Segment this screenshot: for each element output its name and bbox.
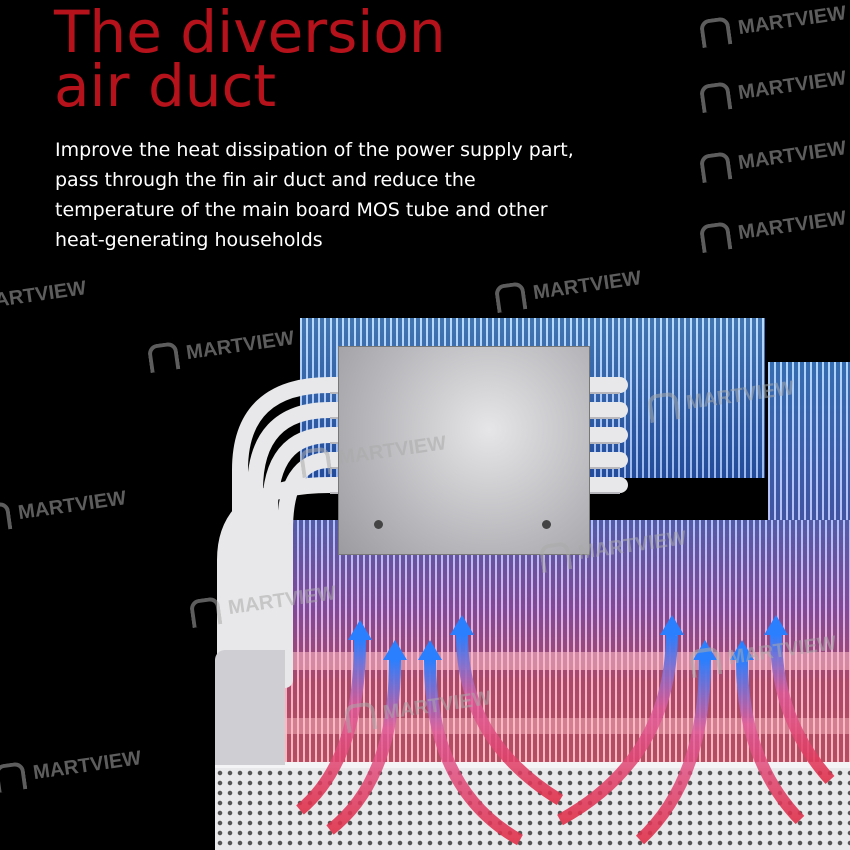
airflow-arrow [635,659,711,845]
watermark-logo-icon [188,596,223,629]
arrow-head-icon [418,640,442,660]
airflow-arrow [557,634,678,826]
heat-pipe [217,477,628,708]
headline-line-2: air duct [54,52,277,120]
heat-pipe [277,452,628,688]
watermark-logo-icon [688,646,723,679]
watermark-logo-icon [343,701,378,734]
description-line: temperature of the main board MOS tube a… [55,199,548,221]
fan-housing [215,762,850,850]
arrow-head-icon [660,615,684,635]
watermark-logo-icon [698,151,733,184]
watermark-logo-icon [538,541,573,574]
fin-band [285,718,850,734]
airflow-arrow [296,639,366,815]
airflow-arrow [770,634,835,785]
watermark-logo-icon [698,16,733,49]
watermark-logo-icon [146,341,181,374]
watermark-logo-icon [493,281,528,314]
heat-pipe [232,377,628,698]
arrow-head-icon [348,620,372,640]
headline-line-1: The diversion [54,0,446,66]
mount-hole [542,520,551,529]
watermark-logo-icon [698,221,733,254]
watermark-logo-icon [0,761,28,794]
airflow-arrow [456,634,564,806]
airflow-arrow [424,659,523,846]
heat-pipe [247,402,628,708]
watermark-logo-icon [698,81,733,114]
arrow-head-icon [383,640,407,660]
airflow-arrow [736,659,805,825]
arrow-head-icon [693,640,717,660]
mount-hole [374,520,383,529]
description-line: pass through the fin air duct and reduce… [55,169,476,191]
watermark-logo-icon [298,446,333,479]
fan-housing-side [215,650,285,765]
arrow-head-icon [764,615,788,635]
watermark-logo-icon [0,501,13,534]
airflow-arrow [326,659,401,835]
description-line: heat-generating households [55,229,323,251]
description: Improve the heat dissipation of the powe… [55,135,635,255]
watermark-logo-icon [646,391,681,424]
arrow-head-icon [450,615,474,635]
arrow-head-icon [730,640,754,660]
description-line: Improve the heat dissipation of the powe… [55,139,574,161]
